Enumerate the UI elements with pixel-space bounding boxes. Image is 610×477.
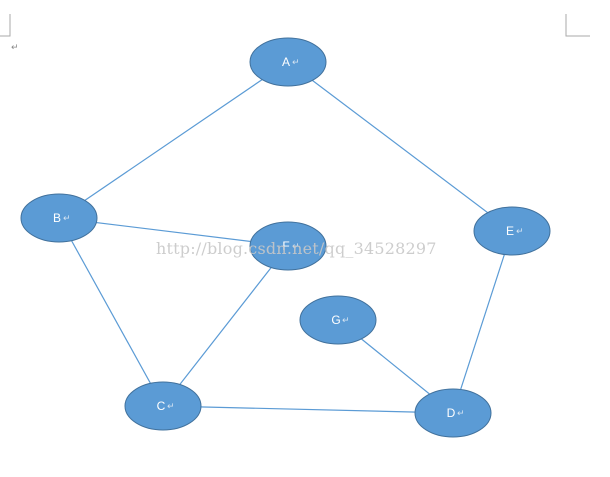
node-d: D↵ (414, 388, 492, 438)
node-label-f: F (282, 239, 289, 253)
node-paragraph-mark-icon: ↵ (516, 227, 524, 237)
edge-e-d (452, 230, 513, 414)
node-b: B↵ (20, 193, 98, 243)
node-label-b: B (53, 211, 61, 225)
edge-f-c (162, 245, 289, 407)
node-paragraph-mark-icon: ↵ (167, 402, 175, 412)
node-paragraph-mark-icon: ↵ (457, 409, 465, 419)
edge-b-c (58, 217, 164, 407)
edge-a-e (287, 61, 513, 232)
edge-c-d (162, 405, 454, 414)
page-corner-marks (0, 14, 590, 37)
node-ellipse-c (124, 381, 202, 431)
node-ellipse-b (20, 193, 98, 243)
node-g: G↵ (299, 295, 377, 345)
node-label-g: G (331, 313, 340, 327)
node-label-e: E (506, 224, 514, 238)
node-ellipse-g (299, 295, 377, 345)
node-label-c: C (157, 399, 166, 413)
edge-b-f (58, 217, 289, 247)
corner-mark-top-right (565, 14, 590, 37)
node-a: A↵ (249, 37, 327, 87)
node-label-a: A (282, 55, 290, 69)
edge-a-b (58, 61, 289, 219)
watermark-text: http://blog.csdn.net/qq_34528297 (156, 239, 437, 258)
paragraph-mark-icon: ↵ (11, 43, 19, 53)
node-paragraph-mark-icon: ↵ (342, 316, 350, 326)
node-label-d: D (447, 406, 456, 420)
node-c: C↵ (124, 381, 202, 431)
node-ellipse-a (249, 37, 327, 87)
node-ellipse-e (473, 206, 551, 256)
node-paragraph-mark-icon: ↵ (63, 214, 71, 224)
node-ellipse-d (414, 388, 492, 438)
node-e: E↵ (473, 206, 551, 256)
node-f: F↵ (249, 221, 327, 271)
nodes-layer: A↵B↵E↵F↵G↵C↵D↵ (20, 37, 551, 438)
corner-mark-top-left (0, 14, 11, 37)
node-ellipse-f (249, 221, 327, 271)
node-paragraph-mark-icon: ↵ (292, 242, 300, 252)
node-paragraph-mark-icon: ↵ (292, 58, 300, 68)
